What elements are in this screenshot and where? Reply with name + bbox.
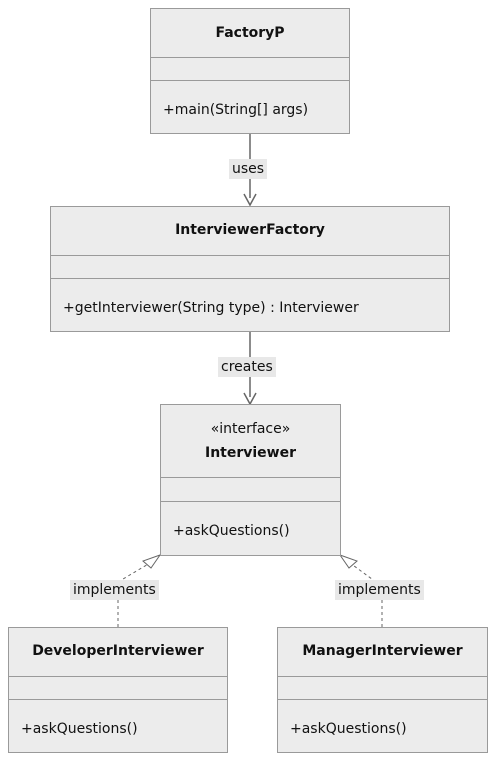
implements-developer-label: implements	[70, 580, 159, 600]
uses-arrowhead	[243, 193, 257, 207]
implements-manager-edge-upper	[349, 562, 377, 583]
class-managerinterviewer: ManagerInterviewer +askQuestions()	[277, 627, 488, 753]
class-interviewer-attributes-divider	[161, 477, 340, 478]
class-factoryp: FactoryP +main(String[] args)	[150, 8, 350, 134]
class-factoryp-name: FactoryP	[215, 25, 285, 41]
class-developerinterviewer: DeveloperInterviewer +askQuestions()	[8, 627, 228, 753]
class-managerinterviewer-method-askquestions: +askQuestions()	[290, 721, 407, 737]
implements-developer-edge-upper	[117, 562, 151, 583]
class-developerinterviewer-methods-divider	[9, 699, 227, 700]
class-interviewer: «interface» Interviewer +askQuestions()	[160, 404, 341, 556]
class-interviewer-method-askquestions: +askQuestions()	[173, 523, 290, 539]
class-factoryp-method-main: +main(String[] args)	[163, 102, 309, 118]
class-interviewerfactory-name: InterviewerFactory	[175, 222, 325, 238]
class-interviewer-methods-divider	[161, 501, 340, 502]
implements-developer-arrowhead	[142, 554, 162, 569]
uses-label: uses	[229, 159, 268, 179]
class-interviewerfactory-method-getinterviewer: +getInterviewer(String type) : Interview…	[63, 300, 359, 316]
class-managerinterviewer-attributes-divider	[278, 676, 487, 677]
class-developerinterviewer-name: DeveloperInterviewer	[32, 643, 204, 659]
creates-label: creates	[218, 357, 276, 377]
class-interviewer-stereotype: «interface»	[210, 421, 291, 437]
class-developerinterviewer-method-askquestions: +askQuestions()	[21, 721, 138, 737]
class-factoryp-attributes-divider	[151, 57, 349, 58]
class-managerinterviewer-name: ManagerInterviewer	[302, 643, 463, 659]
class-interviewerfactory-methods-divider	[51, 278, 449, 279]
class-interviewerfactory-attributes-divider	[51, 255, 449, 256]
class-managerinterviewer-methods-divider	[278, 699, 487, 700]
class-factoryp-methods-divider	[151, 80, 349, 81]
class-interviewerfactory: InterviewerFactory +getInterviewer(Strin…	[50, 206, 450, 332]
class-developerinterviewer-attributes-divider	[9, 676, 227, 677]
implements-manager-label: implements	[335, 580, 424, 600]
implements-manager-arrowhead	[338, 554, 358, 569]
class-interviewer-name: Interviewer	[204, 445, 297, 461]
